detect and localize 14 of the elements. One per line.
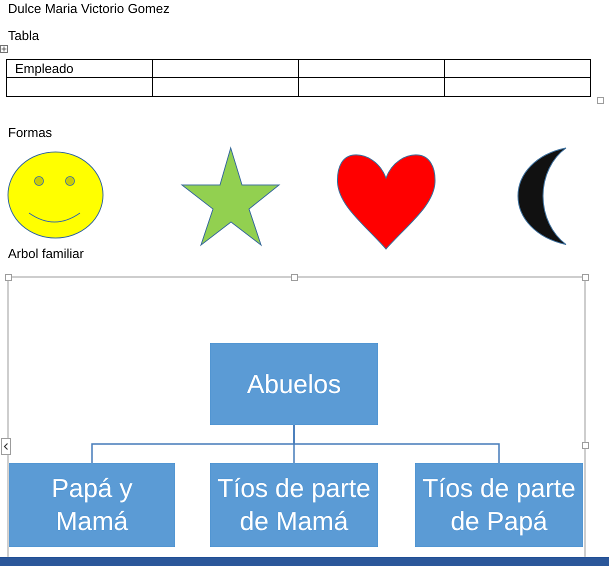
node-label: Tíos de parte de Papá <box>421 472 577 538</box>
node-label: Abuelos <box>247 368 341 400</box>
family-member-block <box>415 463 583 547</box>
node-label: Tíos de parte de Mamá <box>216 472 372 538</box>
cell-text: Empleado <box>15 61 74 76</box>
connector-line <box>293 425 500 463</box>
section-heading: Formas <box>8 125 52 141</box>
section-heading: Arbol familiar <box>8 246 84 262</box>
node-label: Papá y Mamá <box>50 472 134 538</box>
author-name: Dulce Maria Victorio Gomez <box>8 1 170 17</box>
family-member-block <box>210 463 378 547</box>
section-heading: Tabla <box>8 28 40 44</box>
family-member-block <box>9 463 175 547</box>
family-member-block <box>210 343 378 425</box>
